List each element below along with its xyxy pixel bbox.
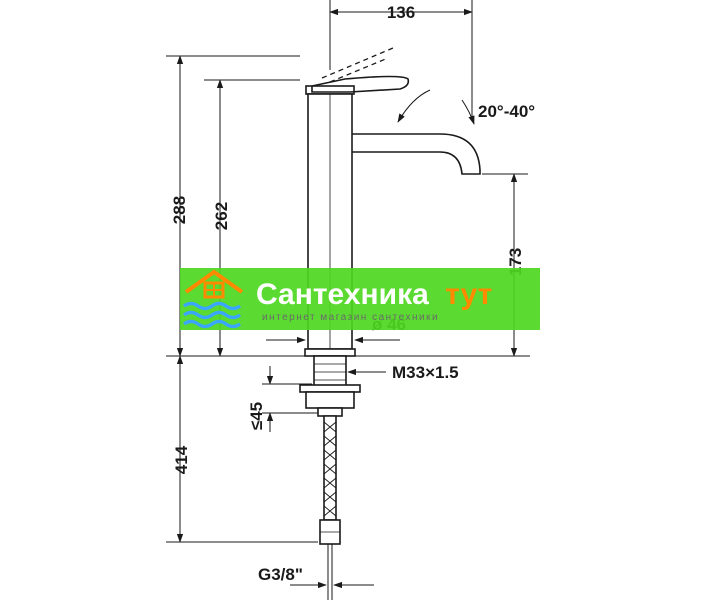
dim-total-height-label: 288 — [170, 196, 189, 224]
dim-thread-label: M33×1.5 — [392, 363, 459, 382]
flex-hose — [323, 415, 337, 521]
washer — [299, 384, 361, 393]
handle-lever-open-lower — [329, 57, 389, 83]
dim-width-label: 136 — [387, 3, 415, 22]
watermark-banner: Сантехника тут интернет магазин сантехни… — [180, 268, 540, 330]
dimension-lines — [166, 0, 530, 589]
watermark-band — [180, 268, 540, 330]
stud — [317, 407, 343, 417]
dim-connection-label: G3/8" — [258, 565, 303, 584]
dim-hose-length-label: 414 — [172, 445, 191, 474]
watermark-brand-main: Сантехника — [256, 278, 429, 311]
handle-lever — [311, 75, 410, 93]
faucet-base — [304, 348, 356, 357]
house-waves-icon — [182, 269, 244, 329]
spout — [352, 133, 481, 175]
threaded-shank — [313, 355, 347, 387]
watermark-title: Сантехника тут — [256, 278, 492, 311]
watermark-brand-accent: тут — [445, 278, 492, 311]
watermark-tagline: интернет магазин сантехники — [262, 312, 439, 323]
fixing-nut — [305, 391, 355, 409]
dim-angle-label: 20°-40° — [478, 102, 535, 121]
dim-spout-height-label: 262 — [212, 202, 231, 230]
handle-lever-open — [321, 47, 394, 79]
dim-max-thickness-label: ≤45 — [247, 402, 266, 430]
